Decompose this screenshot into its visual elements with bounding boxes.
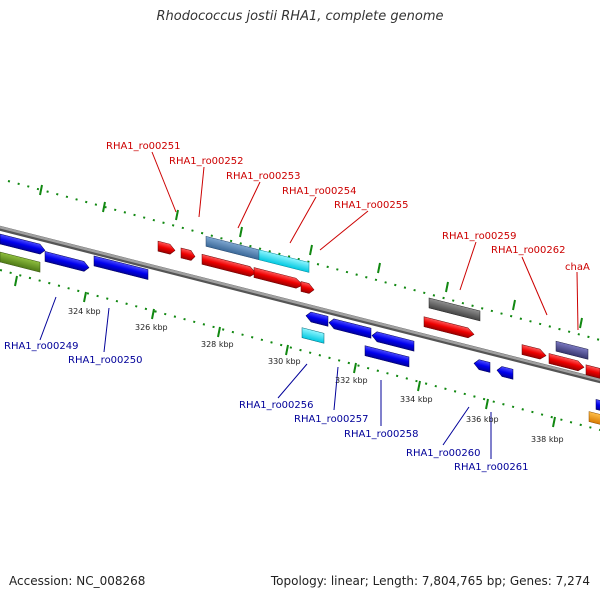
- gene-label-ro00259[interactable]: RHA1_ro00259: [442, 231, 517, 242]
- kbp-label: 330 kbp: [268, 357, 301, 366]
- gene-chaA[interactable]: [555, 340, 589, 360]
- gene-ro00261[interactable]: [496, 365, 514, 380]
- gene-ro00255[interactable]: [300, 281, 315, 294]
- upper-tick-track: [7, 180, 600, 341]
- gene-ro00249[interactable]: [0, 233, 46, 255]
- kbp-label: 338 kbp: [531, 435, 564, 444]
- gene-ro00260[interactable]: [473, 358, 491, 373]
- kbp-label: 334 kbp: [400, 395, 433, 404]
- gene-ro00253[interactable]: [205, 236, 260, 261]
- gene-label-ro00257[interactable]: RHA1_ro00257: [294, 414, 369, 425]
- gene-label-ro00253[interactable]: RHA1_ro00253: [226, 171, 301, 182]
- gene-label-ro00250[interactable]: RHA1_ro00250: [68, 355, 143, 366]
- gene-ro00250[interactable]: [93, 255, 149, 280]
- gene-label-ro00255[interactable]: RHA1_ro00255: [334, 200, 409, 211]
- gene-ro00257[interactable]: [328, 318, 372, 339]
- gene-ro00251[interactable]: [157, 240, 176, 255]
- gene-ro00256[interactable]: [305, 311, 329, 327]
- gene-label-ro00258[interactable]: RHA1_ro00258: [344, 429, 419, 440]
- backbone: [0, 225, 600, 384]
- gene-ro00258[interactable]: [364, 345, 410, 368]
- gene-edge-orange[interactable]: [588, 411, 600, 426]
- kbp-label: 336 kbp: [466, 415, 499, 424]
- gene-ro00259[interactable]: [428, 297, 481, 322]
- map-title: Rhodococcus jostii RHA1, complete genome: [156, 9, 444, 24]
- gene-olive[interactable]: [0, 251, 41, 273]
- gene-next[interactable]: [585, 364, 600, 379]
- kbp-label: 328 kbp: [201, 340, 234, 349]
- gene-ro00253-strand[interactable]: [201, 253, 257, 278]
- kbp-label: 324 kbp: [68, 307, 101, 316]
- gene-edge-blue[interactable]: [595, 399, 600, 412]
- lower-tick-track: [0, 269, 600, 431]
- gene-ro00257-b[interactable]: [371, 330, 415, 352]
- gene-ro00259-strand[interactable]: [423, 316, 475, 340]
- gene-label-ro00260[interactable]: RHA1_ro00260: [406, 448, 481, 459]
- gene-ro00254[interactable]: [258, 249, 310, 273]
- gene-ro00254-strand[interactable]: [253, 267, 304, 290]
- gene-label-ro00261[interactable]: RHA1_ro00261: [454, 462, 529, 473]
- gene-ro00250-a[interactable]: [44, 251, 90, 272]
- gene-label-ro00252[interactable]: RHA1_ro00252: [169, 156, 244, 167]
- bottom-gene-labels: RHA1_ro00249 RHA1_ro00250 RHA1_ro00256 R…: [4, 341, 529, 473]
- genome-summary: Topology: linear; Length: 7,804,765 bp; …: [270, 574, 590, 588]
- accession-text: Accession: NC_008268: [9, 574, 146, 588]
- gene-label-ro00249[interactable]: RHA1_ro00249: [4, 341, 79, 352]
- gene-label-ro00251[interactable]: RHA1_ro00251: [106, 141, 181, 152]
- gene-label-ro00256[interactable]: RHA1_ro00256: [239, 400, 314, 411]
- kbp-label: 332 kbp: [335, 376, 368, 385]
- kbp-labels: 324 kbp 326 kbp 328 kbp 330 kbp 332 kbp …: [68, 307, 564, 444]
- top-gene-labels: RHA1_ro00251 RHA1_ro00252 RHA1_ro00253 R…: [106, 141, 590, 273]
- gene-ro00256-cyan[interactable]: [301, 327, 325, 344]
- gene-label-ro00254[interactable]: RHA1_ro00254: [282, 186, 357, 197]
- bottom-leader-lines: [39, 296, 492, 459]
- gene-label-ro00262[interactable]: RHA1_ro00262: [491, 245, 566, 256]
- gene-label-chaA[interactable]: chaA: [565, 262, 590, 273]
- gene-ro00262[interactable]: [521, 344, 547, 361]
- kbp-label: 326 kbp: [135, 323, 168, 332]
- gene-ro00252[interactable]: [180, 247, 196, 262]
- gene-ro00262-strand[interactable]: [548, 353, 585, 372]
- top-leader-lines: [151, 151, 579, 331]
